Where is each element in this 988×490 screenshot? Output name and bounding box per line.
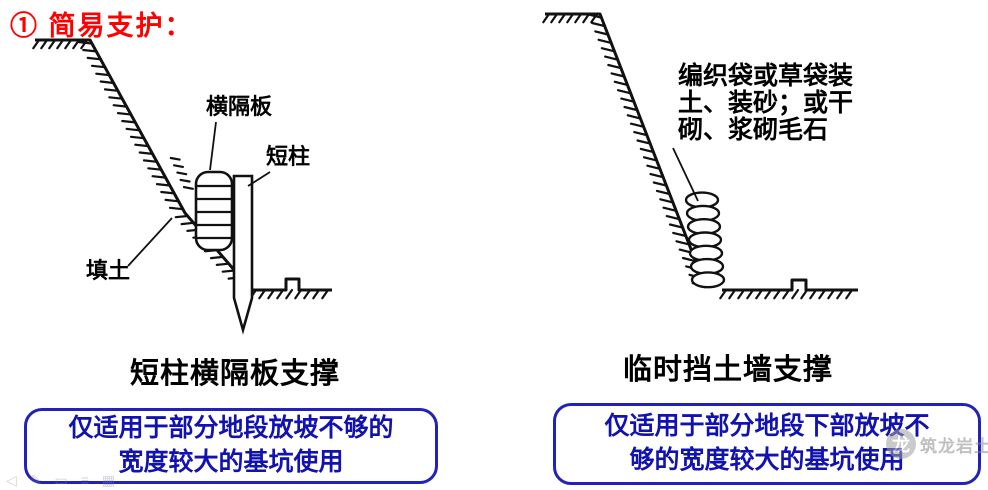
slope-hatching	[32, 38, 330, 300]
leader-bags	[672, 147, 699, 202]
page-title: ① 简易支护：	[10, 11, 194, 41]
label-column: 短柱	[266, 144, 310, 169]
rect-icon[interactable]: ▭	[54, 472, 68, 488]
left-note-line2: 宽度较大的基坑使用	[118, 448, 344, 476]
ground-line	[722, 278, 858, 292]
right-note-line1: 仅适用于部分地段下部放坡不	[604, 412, 930, 441]
leader-lines-left	[127, 121, 271, 267]
watermark-text: 筑龙岩土	[920, 436, 988, 456]
ghost-toolbar: ◁ ✎ ▭ ≡ ▦	[6, 472, 115, 489]
right-figure-canvas: 编织袋或草袋装 土、装砂；或干 砌、浆砌毛石	[542, 12, 858, 300]
slope-hatching	[542, 12, 854, 300]
label-bags-line1: 编织袋或草袋装	[678, 61, 853, 90]
pencil-icon[interactable]: ✎	[29, 472, 42, 488]
sandbag-stack	[684, 191, 726, 289]
left-note-box: 仅适用于部分地段放坡不够的 宽度较大的基坑使用	[24, 408, 438, 484]
ground-line	[252, 277, 332, 292]
board-stack	[194, 170, 234, 252]
left-caption: 短柱横隔板支撑	[129, 358, 340, 390]
right-caption: 临时挡土墙支撑	[622, 354, 833, 386]
leader-column	[247, 171, 271, 187]
undo-icon[interactable]: ◁	[6, 472, 17, 488]
right-note-line2: 够的宽度较大的基坑使用	[629, 446, 905, 474]
leader-fill	[127, 217, 173, 267]
slope-line	[545, 12, 708, 289]
left-note-line1: 仅适用于部分地段放坡不够的	[68, 414, 394, 443]
grid-icon[interactable]: ▦	[101, 472, 116, 488]
label-fill: 填土	[86, 258, 130, 283]
label-bags-line3: 砌、浆砌毛石	[678, 115, 828, 144]
watermark: 龙 筑龙岩土	[886, 429, 988, 459]
label-board: 横隔板	[206, 94, 273, 119]
watermark-logo-icon: 龙	[886, 429, 916, 459]
left-figure-canvas: 横隔板 短柱 填土	[32, 38, 332, 335]
lines-icon[interactable]: ≡	[80, 472, 89, 488]
leader-board	[209, 121, 217, 171]
label-bags-line2: 土、装砂；或干	[678, 89, 853, 117]
short-column	[232, 174, 254, 335]
